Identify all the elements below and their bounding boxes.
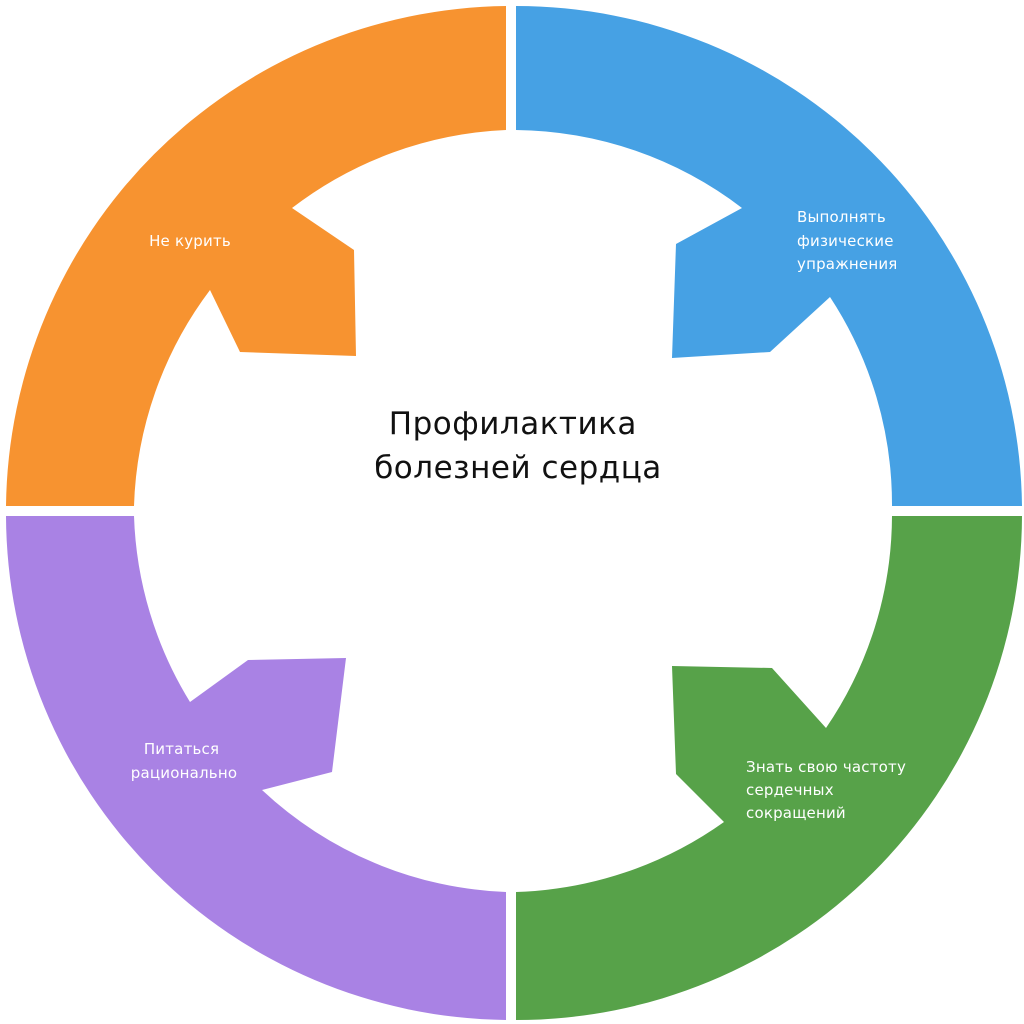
diagram-title-line-2: болезней сердца xyxy=(374,450,662,486)
label-purple-line-1: Питаться xyxy=(144,740,219,758)
segment-green-arrow xyxy=(516,516,1022,1020)
diagram-title: Профилактика болезней сердца xyxy=(374,406,662,486)
diagram-title-line-1: Профилактика xyxy=(389,406,637,442)
label-blue-line-3: упражнения xyxy=(797,255,898,273)
label-green-line-1: Знать свою частоту xyxy=(746,758,906,776)
label-orange-line-1: Не курить xyxy=(149,232,231,250)
label-green-line-2: сердечных xyxy=(746,781,834,799)
label-green: Знать свою частоту сердечных сокращений xyxy=(746,758,911,822)
label-green-line-3: сокращений xyxy=(746,804,846,822)
label-blue: Выполнять физические упражнения xyxy=(797,208,899,273)
segment-purple-arrow xyxy=(6,516,506,1020)
label-blue-line-2: физические xyxy=(797,232,894,250)
label-purple-line-2: рационально xyxy=(131,764,237,782)
segment-orange-arrow xyxy=(6,6,506,506)
label-blue-line-1: Выполнять xyxy=(797,208,886,226)
label-orange: Не курить xyxy=(149,232,231,250)
segment-blue-arrow xyxy=(516,5,1022,506)
label-purple: Питаться рационально xyxy=(131,740,237,782)
